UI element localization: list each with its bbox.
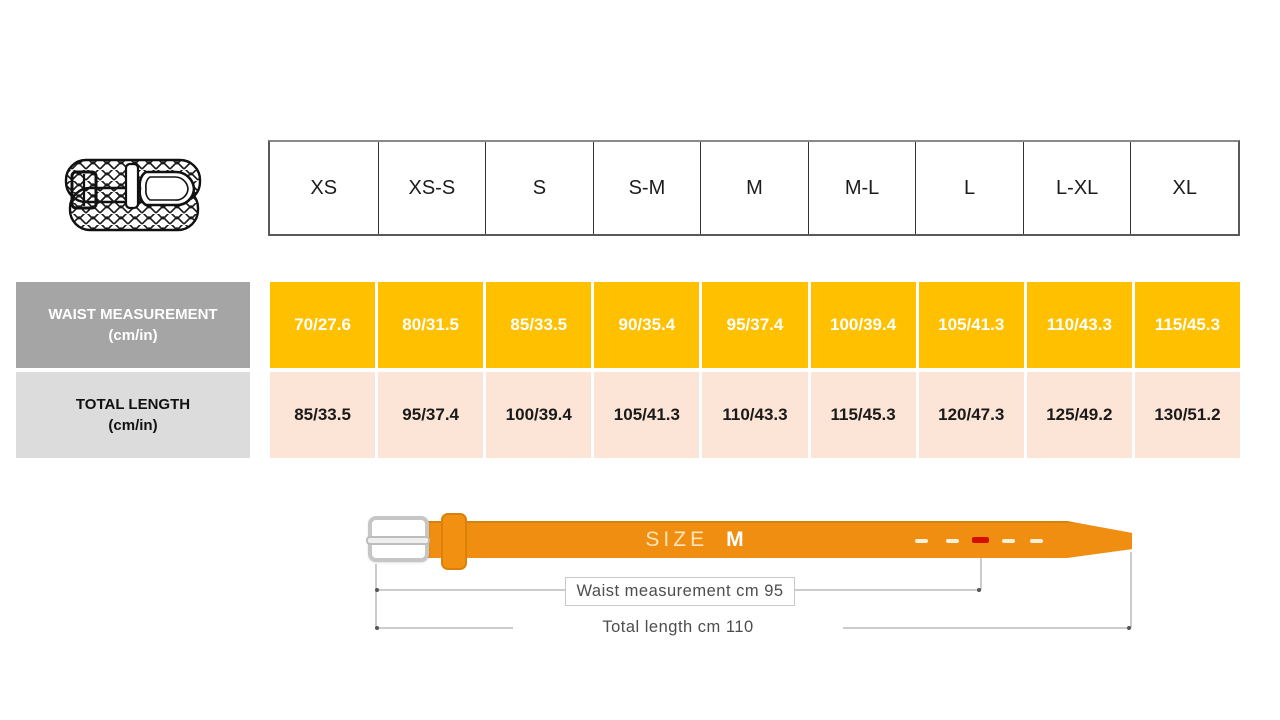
row-label-unit: (cm/in) bbox=[108, 327, 158, 344]
belt-hole-dash bbox=[915, 539, 928, 543]
belt-hole-dash bbox=[1002, 539, 1015, 543]
size-label: SIZE bbox=[645, 528, 709, 551]
belt-hole-dash bbox=[1030, 539, 1043, 543]
size-header-row: XS XS-S S S-M M M-L L L-XL XL bbox=[268, 140, 1240, 236]
waist-value-cell: 100/39.4 bbox=[810, 282, 916, 368]
waist-measurement-row-label: WAIST MEASUREMENT (cm/in) bbox=[16, 282, 250, 368]
total-value-cell: 85/33.5 bbox=[270, 372, 376, 458]
size-header-cell: XS-S bbox=[377, 142, 486, 234]
total-value-cell: 105/41.3 bbox=[594, 372, 700, 458]
total-value-cell: 110/43.3 bbox=[702, 372, 808, 458]
waist-annotation-box: Waist measurement cm 95 bbox=[565, 577, 795, 606]
waist-value-cell: 115/45.3 bbox=[1134, 282, 1240, 368]
total-value-cell: 125/49.2 bbox=[1026, 372, 1132, 458]
size-value: M bbox=[726, 528, 745, 551]
waist-value-cell: 80/31.5 bbox=[378, 282, 484, 368]
size-header-cell: XS bbox=[310, 176, 338, 199]
row-label-text: WAIST MEASUREMENT bbox=[48, 306, 218, 323]
waist-value-cell: 70/27.6 bbox=[270, 282, 376, 368]
total-annotation-label: Total length cm 110 bbox=[513, 614, 843, 641]
total-length-row-label: TOTAL LENGTH (cm/in) bbox=[16, 372, 250, 458]
total-value-cell: 115/45.3 bbox=[810, 372, 916, 458]
belt-hole-dash bbox=[946, 539, 959, 543]
total-value-cell: 100/39.4 bbox=[486, 372, 592, 458]
waist-value-cell: 85/33.5 bbox=[486, 282, 592, 368]
total-value-cell: 120/47.3 bbox=[918, 372, 1024, 458]
belt-buckle-prong bbox=[366, 536, 430, 545]
size-header-cell: S-M bbox=[592, 142, 701, 234]
size-header-cell: L-XL bbox=[1022, 142, 1131, 234]
braided-belt-icon bbox=[64, 158, 202, 232]
waist-value-cell: 90/35.4 bbox=[594, 282, 700, 368]
waist-value-cell: 95/37.4 bbox=[702, 282, 808, 368]
belt-hole-selected-dash bbox=[972, 537, 989, 543]
size-header-cell: M bbox=[700, 142, 808, 234]
row-label-unit: (cm/in) bbox=[108, 417, 158, 434]
size-header-cell: S bbox=[485, 142, 593, 234]
size-header-cell: L bbox=[915, 142, 1023, 234]
total-value-cell: 95/37.4 bbox=[378, 372, 484, 458]
total-length-row: 85/33.5 95/37.4 100/39.4 105/41.3 110/43… bbox=[270, 372, 1240, 458]
belt-size-text: SIZE M bbox=[610, 527, 780, 553]
total-value-cell: 130/51.2 bbox=[1134, 372, 1240, 458]
row-label-text: TOTAL LENGTH bbox=[75, 396, 191, 413]
waist-value-cell: 105/41.3 bbox=[918, 282, 1024, 368]
waist-measurement-row: 70/27.6 80/31.5 85/33.5 90/35.4 95/37.4 … bbox=[270, 282, 1240, 368]
size-header-cell: M-L bbox=[807, 142, 916, 234]
waist-value-cell: 110/43.3 bbox=[1026, 282, 1132, 368]
size-header-cell: XL bbox=[1130, 142, 1238, 234]
belt-keeper-loop bbox=[441, 513, 467, 570]
